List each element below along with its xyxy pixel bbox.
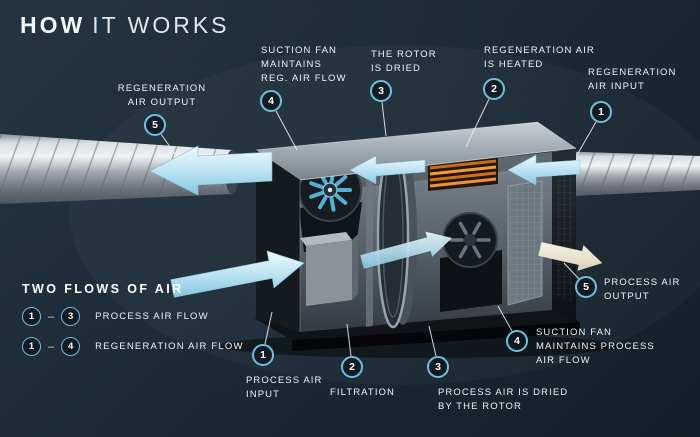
- regeneration-output-arrow: [149, 145, 273, 196]
- callout-badge-3-top: 3: [370, 80, 392, 102]
- leader-line: [563, 262, 580, 280]
- number-badge-1: 1: [22, 307, 41, 326]
- title-bold: HOW: [20, 12, 86, 38]
- callout-label-rotor-dried: THE ROTOR IS DRIED: [371, 49, 437, 74]
- leader-line: [264, 311, 273, 345]
- callout-label-process-air-input: PROCESS AIR INPUT: [246, 375, 323, 400]
- leader-line: [576, 121, 597, 156]
- callout-label-process-air-output: PROCESS AIR OUTPUT: [604, 277, 681, 302]
- callout-label-reg-air-heated: REGENERATION AIR IS HEATED: [484, 45, 595, 70]
- callout-badge-1-top: 1: [590, 101, 612, 123]
- heater-coil: [429, 177, 497, 188]
- callout-badge-2-top: 2: [483, 78, 505, 100]
- title-rest: IT WORKS: [92, 12, 230, 38]
- legend-row-process-air-flow: 1 – 3 PROCESS AIR FLOW: [22, 307, 244, 326]
- legend-row-regeneration-air-flow: 1 – 4 REGENERATION AIR FLOW: [22, 337, 244, 356]
- filter-panel: [507, 180, 543, 306]
- divider-wall: [366, 160, 373, 327]
- callout-badge-4-top: 4: [260, 90, 282, 112]
- process-through-arrow: [360, 231, 452, 269]
- callout-label-suction-fan-reg: SUCTION FAN MAINTAINS REG. AIR FLOW: [261, 45, 347, 84]
- callout-label-suction-fan-process: SUCTION FAN MAINTAINS PROCESS AIR FLOW: [536, 327, 655, 366]
- right-duct-seams: [554, 151, 700, 197]
- callout-badge-5-bottom: 5: [575, 276, 597, 298]
- callout-label-filtration: FILTRATION: [330, 387, 396, 398]
- number-badge-4: 4: [61, 337, 81, 356]
- left-duct: [0, 134, 239, 204]
- airflow-arrows: [149, 145, 603, 298]
- legend-heading: TWO FLOWS OF AIR: [22, 282, 184, 296]
- leader-line: [346, 323, 352, 357]
- filter-mesh: [508, 181, 542, 305]
- box-side: [352, 234, 358, 300]
- process-output-arrow: [538, 241, 603, 271]
- heater-coil: [429, 165, 497, 176]
- leader-lines: [160, 98, 597, 357]
- callout-badge-2-bottom: 2: [341, 356, 363, 378]
- leader-line: [497, 305, 513, 332]
- callout-badge-3-bottom: 3: [427, 356, 449, 378]
- filter-frame: [507, 180, 543, 306]
- leader-line: [381, 101, 387, 137]
- leader-line: [275, 110, 298, 151]
- left-wall: [256, 150, 300, 332]
- heater-coil: [429, 159, 497, 170]
- heater-coil: [429, 171, 497, 182]
- regen-fan-center: [327, 187, 333, 193]
- process-fan-housing: [440, 250, 502, 312]
- process-fan: [440, 212, 502, 312]
- legend-label-process: PROCESS AIR FLOW: [95, 311, 209, 322]
- lower-compartment-box: [300, 232, 358, 306]
- dehumidifier-unit: [220, 121, 620, 358]
- callout-badge-1-bottom: 1: [252, 344, 274, 366]
- leader-line: [428, 325, 437, 357]
- leader-line: [465, 98, 490, 148]
- top-back-edge: [255, 121, 539, 151]
- callout-badge-4-bottom: 4: [506, 330, 528, 352]
- process-fan-hub: [464, 234, 476, 246]
- box-front: [306, 240, 352, 306]
- rotor-drying-arrow: [349, 155, 426, 185]
- legend: TWO FLOWS OF AIR 1 – 3 PROCESS AIR FLOW …: [22, 282, 244, 356]
- right-wall: [552, 148, 576, 322]
- process-input-arrow: [170, 250, 305, 298]
- process-fan-blades: [449, 221, 491, 259]
- machine-base-front: [292, 322, 580, 351]
- callout-label-process-air-dried: PROCESS AIR IS DRIED BY THE ROTOR: [438, 387, 569, 412]
- right-duct: [554, 151, 700, 197]
- left-duct-seams: [0, 134, 232, 204]
- legend-label-regeneration: REGENERATION AIR FLOW: [95, 341, 244, 352]
- machine-top: [256, 122, 576, 180]
- number-badge-1: 1: [22, 337, 41, 356]
- top-front-edge: [299, 147, 577, 181]
- number-badge-3: 3: [61, 307, 81, 326]
- callout-badge-5-top: 5: [144, 114, 166, 136]
- callout-label-regeneration-air-input: REGENERATION AIR INPUT: [588, 67, 677, 92]
- range-dash: –: [48, 310, 55, 323]
- range-dash: –: [48, 340, 55, 353]
- leader-line: [160, 133, 181, 162]
- callout-label-regeneration-air-output: REGENERATION AIR OUTPUT: [117, 83, 207, 108]
- box-top: [300, 232, 352, 246]
- right-wall-grille: [556, 165, 572, 302]
- regeneration-input-arrow: [507, 154, 581, 186]
